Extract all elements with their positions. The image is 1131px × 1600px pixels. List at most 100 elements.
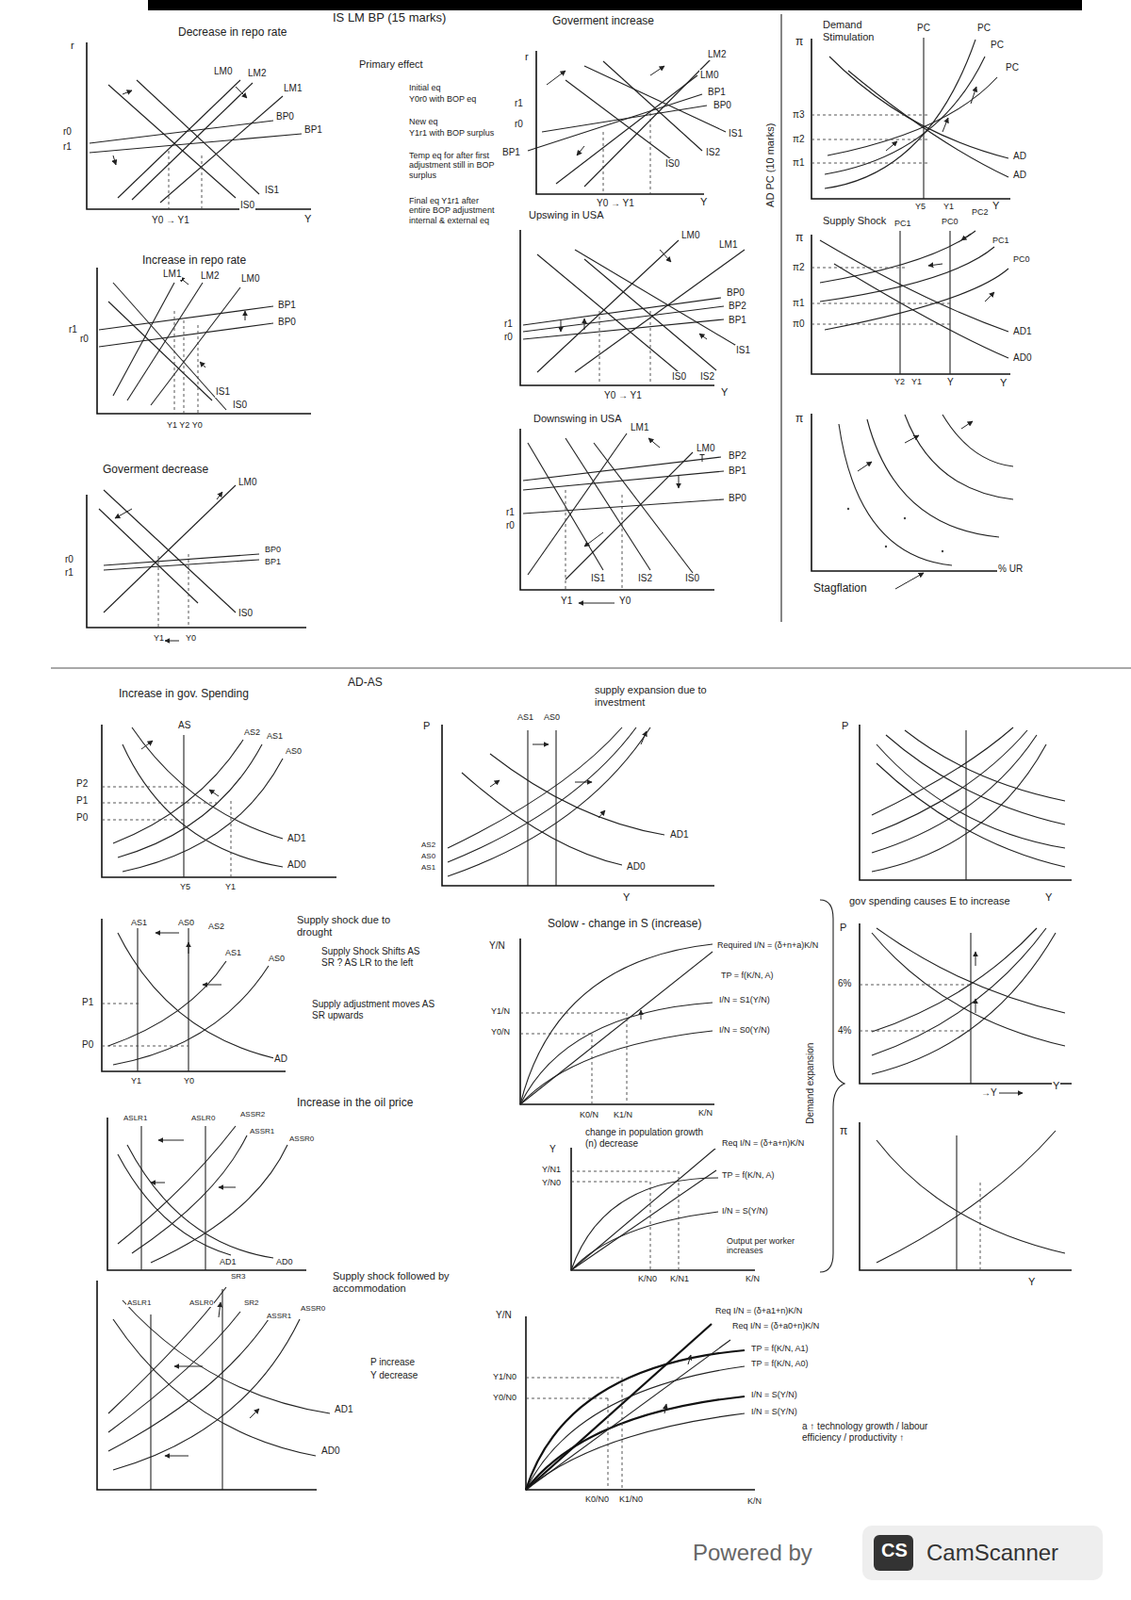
graph-line	[941, 550, 944, 553]
graph-label: BP2	[727, 450, 748, 462]
graph-label: AD	[1012, 169, 1028, 181]
graph-label: ASSR1	[248, 1127, 276, 1136]
graph-line	[101, 786, 184, 788]
graph-line	[141, 740, 153, 750]
graph-label: I/N = S1(Y/N)	[718, 995, 771, 1005]
graph-label: SR3	[229, 1272, 247, 1281]
graph-label: P	[840, 720, 850, 733]
graph-label: AD1	[218, 1257, 238, 1267]
graph-label: Y0 → Y1	[150, 214, 191, 227]
graph-label: K1/N0	[618, 1494, 644, 1505]
graph-label: Temp eq for after first adjustment still…	[408, 150, 497, 181]
graph-label: CS	[880, 1540, 909, 1562]
graph-line	[876, 763, 1066, 868]
graph-label: Y1	[130, 1076, 143, 1086]
graph-line	[174, 1366, 203, 1368]
graph-line	[160, 96, 283, 203]
graph-label: PC	[1004, 62, 1020, 74]
graph-line	[871, 730, 1028, 835]
graph-line	[525, 1398, 608, 1400]
graph-line	[885, 141, 898, 151]
graph-line	[574, 249, 750, 354]
graph-label: BP0	[275, 111, 296, 123]
graph-line	[876, 1140, 1066, 1254]
graph-label: IS0	[239, 199, 256, 212]
graph-line	[523, 297, 722, 326]
graph-line	[490, 780, 500, 787]
graph-label: P1	[81, 997, 95, 1009]
graph-line	[928, 263, 943, 266]
graph-label: P0	[75, 812, 89, 824]
graph-line	[525, 1377, 623, 1379]
graph-line	[984, 292, 995, 302]
graph-label: Y	[622, 891, 631, 904]
graph-line	[811, 267, 905, 269]
islm-decrease-repo	[86, 42, 312, 210]
graph-label: BP0	[725, 287, 746, 299]
graph-label: IS0	[237, 607, 254, 620]
graph-line	[584, 65, 726, 132]
graph-line	[650, 113, 652, 195]
graph-label: New eq	[408, 116, 497, 127]
graph-label: Upswing in USA	[527, 209, 605, 222]
graph-label: AS0	[284, 746, 303, 756]
graph-line	[955, 1135, 957, 1271]
graph-line	[86, 494, 307, 628]
graph-label: BP0	[263, 544, 282, 555]
graph-line	[197, 325, 199, 414]
graph-line	[447, 727, 637, 863]
graph-label: ASSR0	[299, 1304, 327, 1313]
graph-label: I/N = S(Y/N)	[721, 1206, 770, 1216]
graph-line	[537, 254, 679, 373]
graph-label: P1	[75, 795, 89, 807]
graph-label: Y0r0 with BOP eq	[408, 94, 497, 104]
graph-line	[117, 80, 241, 198]
graph-label: IS0	[684, 573, 701, 585]
graph-label: PC	[989, 39, 1005, 51]
graph-line	[532, 744, 549, 746]
graph-line	[101, 803, 217, 804]
graph-line	[847, 508, 850, 510]
graph-line	[50, 667, 1131, 669]
graph-line	[980, 1182, 982, 1271]
graph-label: Y1	[559, 595, 574, 607]
graph-line	[970, 86, 977, 104]
graph-label: Y/N	[494, 1310, 513, 1322]
graph-label: Y	[548, 1144, 558, 1156]
graph-line	[131, 727, 283, 839]
graph-label: →Y	[980, 1087, 999, 1099]
camscanner-badge	[862, 1525, 1103, 1581]
graph-label: AD0	[625, 861, 646, 873]
graph-label: PC2	[970, 207, 990, 217]
graph-line	[598, 810, 606, 819]
graph-label: r	[69, 39, 76, 52]
graph-line	[603, 61, 703, 151]
graph-line	[164, 640, 180, 642]
graph-label: BP1	[706, 86, 727, 99]
graph-line	[188, 554, 190, 628]
graph-label: ASSR2	[239, 1110, 266, 1119]
graph-label: Y	[991, 199, 1000, 213]
graph-line	[593, 442, 693, 574]
graph-label: 6%	[836, 978, 853, 990]
graph-label: I/N = S(Y/N)	[750, 1390, 799, 1400]
graph-label: AS1	[130, 917, 148, 928]
graph-line	[108, 1319, 269, 1452]
graph-line	[168, 150, 170, 210]
graph-line	[221, 1289, 223, 1491]
graph-label: LM0	[213, 65, 233, 78]
graph-line	[520, 1002, 713, 1105]
graph-line	[520, 1031, 713, 1105]
graph-label: BP1	[263, 557, 282, 567]
adas-gov-spending	[101, 724, 337, 878]
demand-expansion-ad	[859, 923, 1072, 1094]
graph-line	[89, 133, 302, 153]
graph-line	[565, 452, 693, 580]
adas-oil-price	[107, 1117, 307, 1271]
graph-line	[678, 1171, 680, 1271]
graph-label: LM2	[706, 49, 727, 61]
graph-label: change in population growth (n) decrease	[584, 1127, 719, 1149]
graph-label: P	[422, 720, 431, 733]
graph-label: r1	[67, 324, 79, 336]
graph-line	[150, 1182, 165, 1184]
